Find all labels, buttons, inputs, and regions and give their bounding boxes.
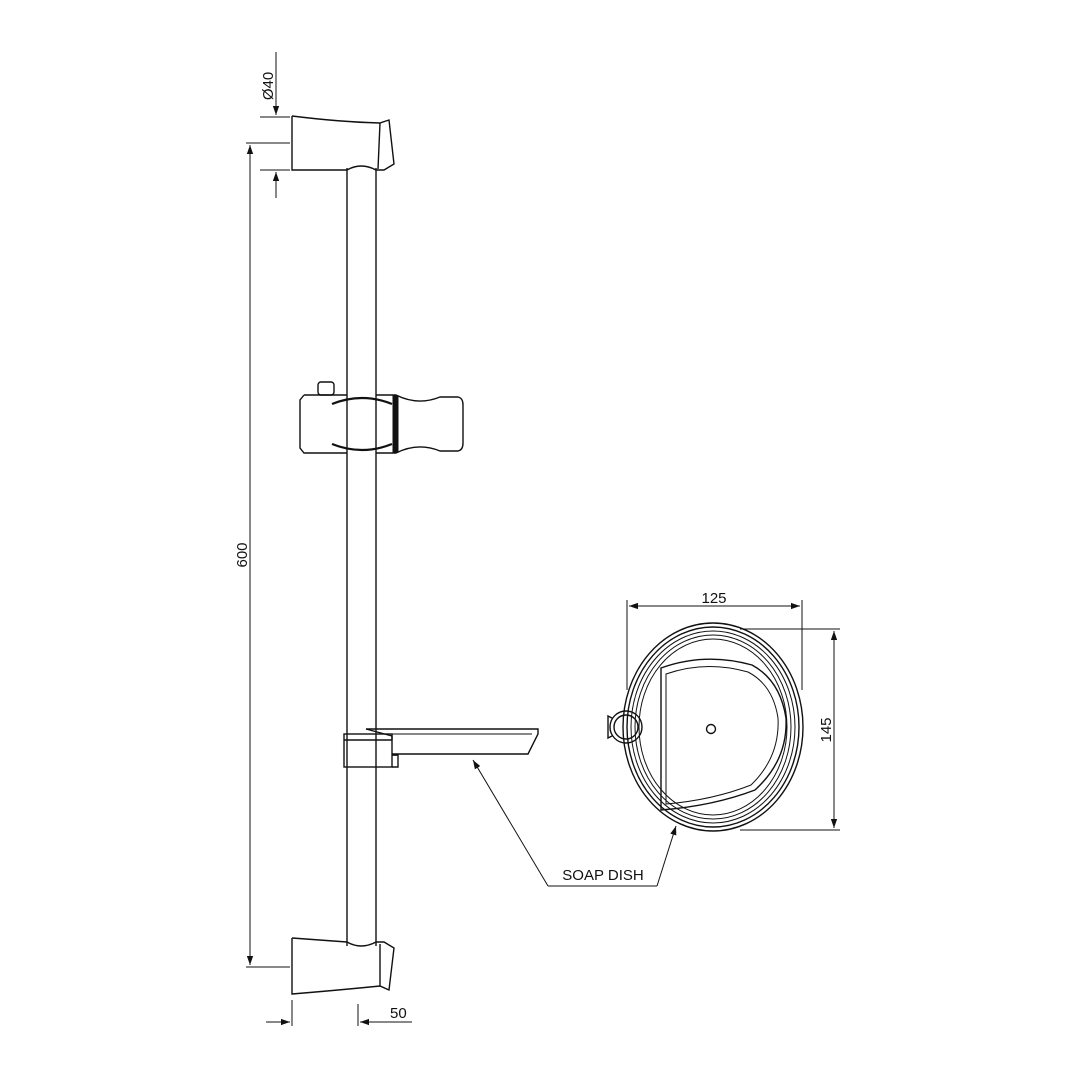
soap-dish-top-view <box>607 622 804 832</box>
top-wall-bracket <box>291 115 395 171</box>
depth-dimension: 50 <box>266 1000 412 1026</box>
dish-width-dimension: 125 <box>626 590 803 690</box>
soap-dish-side-view <box>343 728 539 768</box>
soap-dish-label: SOAP DISH <box>562 867 643 884</box>
diameter-label: Ø40 <box>260 72 277 100</box>
height-dimension: 600 <box>234 142 290 968</box>
dish-height-label: 145 <box>818 717 835 742</box>
height-label: 600 <box>234 542 251 567</box>
dish-width-label: 125 <box>701 590 726 607</box>
depth-label: 50 <box>390 1005 407 1022</box>
slider-holder <box>299 381 464 454</box>
soap-dish-leader: SOAP DISH <box>472 759 677 887</box>
diameter-dimension: Ø40 <box>260 52 290 198</box>
slide-rail <box>346 168 377 946</box>
dish-height-dimension: 145 <box>740 628 840 831</box>
bottom-wall-bracket <box>291 937 395 995</box>
